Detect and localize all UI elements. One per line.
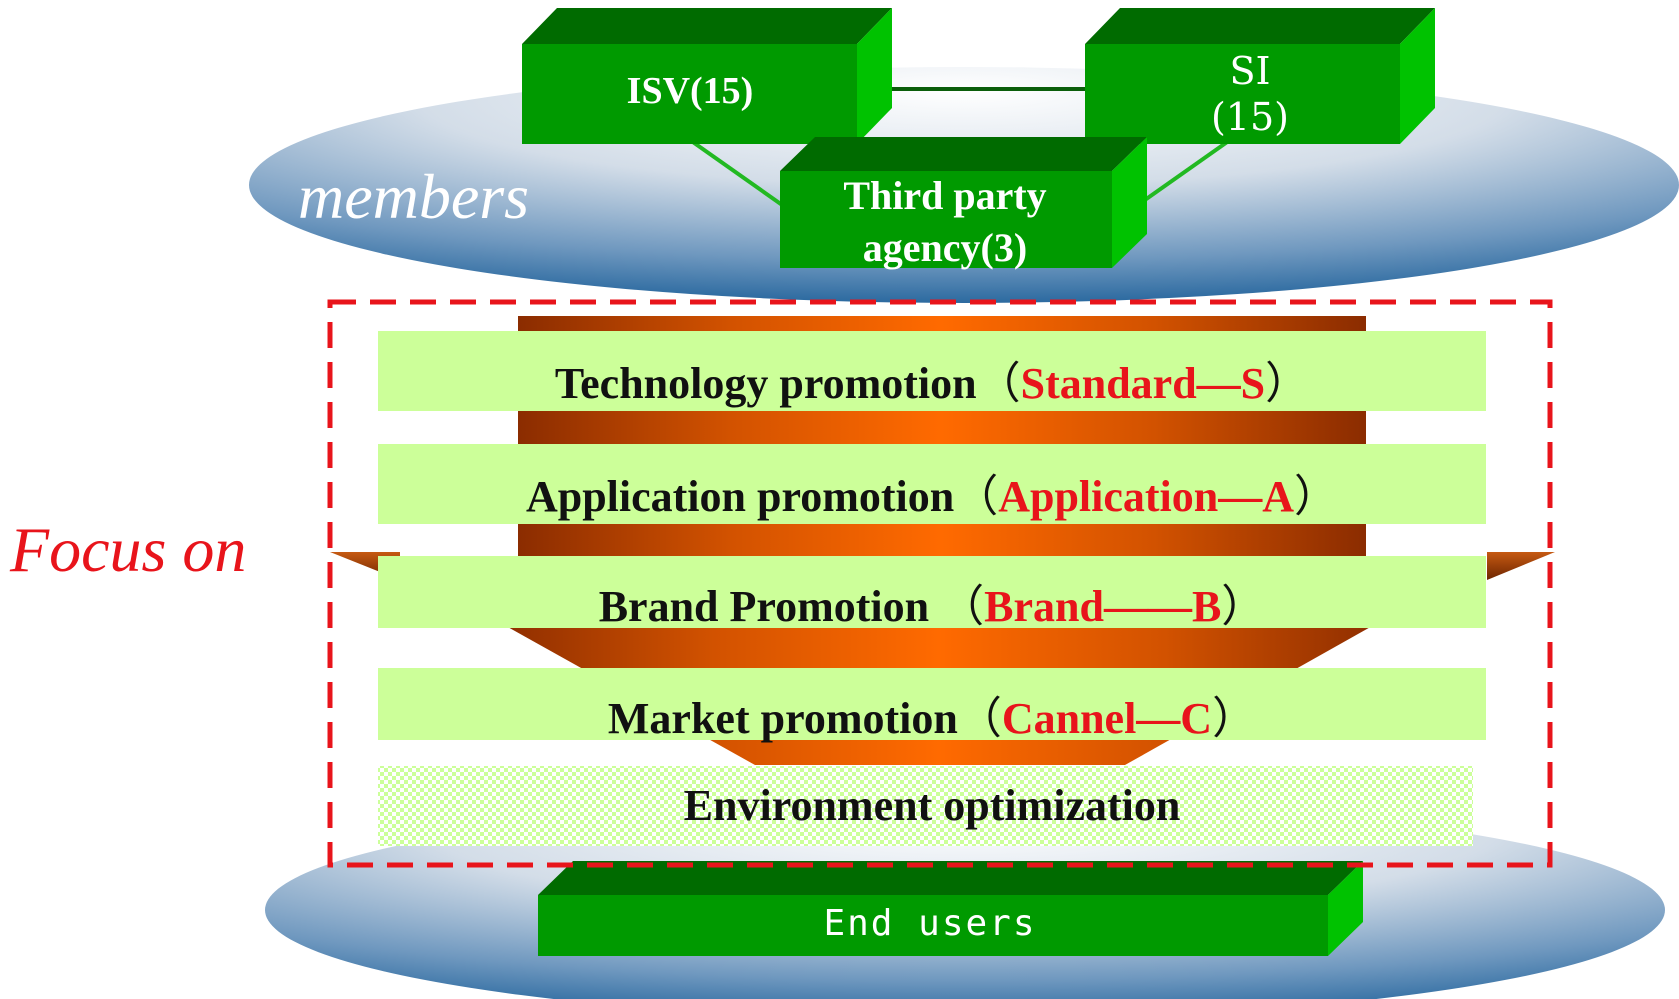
end-users-label: End users bbox=[823, 903, 1037, 944]
band-brand bbox=[378, 556, 1486, 628]
si-label-line1: SI bbox=[1229, 49, 1271, 93]
connector-si-tpa bbox=[1133, 138, 1232, 209]
band-code: Cannel—C bbox=[1001, 694, 1213, 743]
focus-on-label: Focus on bbox=[10, 514, 247, 585]
si-label-line2: (15) bbox=[1210, 95, 1289, 139]
brand-promotion-label: Brand Promotion （Brand——B） bbox=[378, 570, 1486, 634]
tpa-label-line2: agency(3) bbox=[862, 225, 1028, 270]
open-paren: （ bbox=[940, 582, 985, 631]
band-text: Brand Promotion bbox=[598, 582, 941, 631]
band-text: Technology promotion bbox=[554, 359, 977, 408]
technology-promotion-label: Technology promotion（Standard—S） bbox=[378, 347, 1486, 411]
close-paren: ） bbox=[1265, 359, 1310, 408]
band-code: Application—A bbox=[998, 472, 1295, 521]
third-party-agency-label: Third party agency(3) bbox=[780, 170, 1110, 274]
band-text: Application promotion bbox=[525, 472, 955, 521]
isv-label: ISV(15) bbox=[626, 70, 754, 112]
environment-optimization-label: Environment optimization bbox=[683, 781, 1181, 830]
connector-isv-tpa bbox=[688, 138, 787, 209]
focus-frame bbox=[327, 299, 1553, 868]
market-promotion-label: Market promotion（Cannel—C） bbox=[378, 682, 1486, 746]
band-environment bbox=[378, 766, 1473, 846]
si-box bbox=[1085, 8, 1435, 144]
close-paren: ） bbox=[1212, 694, 1257, 743]
band-code: Standard—S bbox=[1020, 359, 1266, 408]
members-label: members bbox=[298, 161, 530, 232]
band-code: Brand——B bbox=[984, 582, 1222, 631]
si-label: SI (15) bbox=[1080, 48, 1420, 140]
open-paren: （ bbox=[954, 472, 999, 521]
band-text: Market promotion bbox=[607, 694, 958, 743]
open-paren: （ bbox=[957, 694, 1002, 743]
third-party-agency-box bbox=[780, 137, 1147, 268]
tpa-label-line1: Third party bbox=[843, 173, 1047, 218]
band-application bbox=[378, 444, 1486, 524]
band-market bbox=[378, 668, 1486, 740]
funnel-wing-right bbox=[1487, 552, 1555, 580]
isv-box bbox=[522, 8, 892, 144]
open-paren: （ bbox=[976, 359, 1021, 408]
application-promotion-label: Application promotion（Application—A） bbox=[378, 460, 1486, 524]
end-users-box bbox=[538, 861, 1363, 956]
close-paren: ） bbox=[1221, 582, 1266, 631]
close-paren: ） bbox=[1294, 472, 1339, 521]
band-technology bbox=[378, 331, 1486, 411]
